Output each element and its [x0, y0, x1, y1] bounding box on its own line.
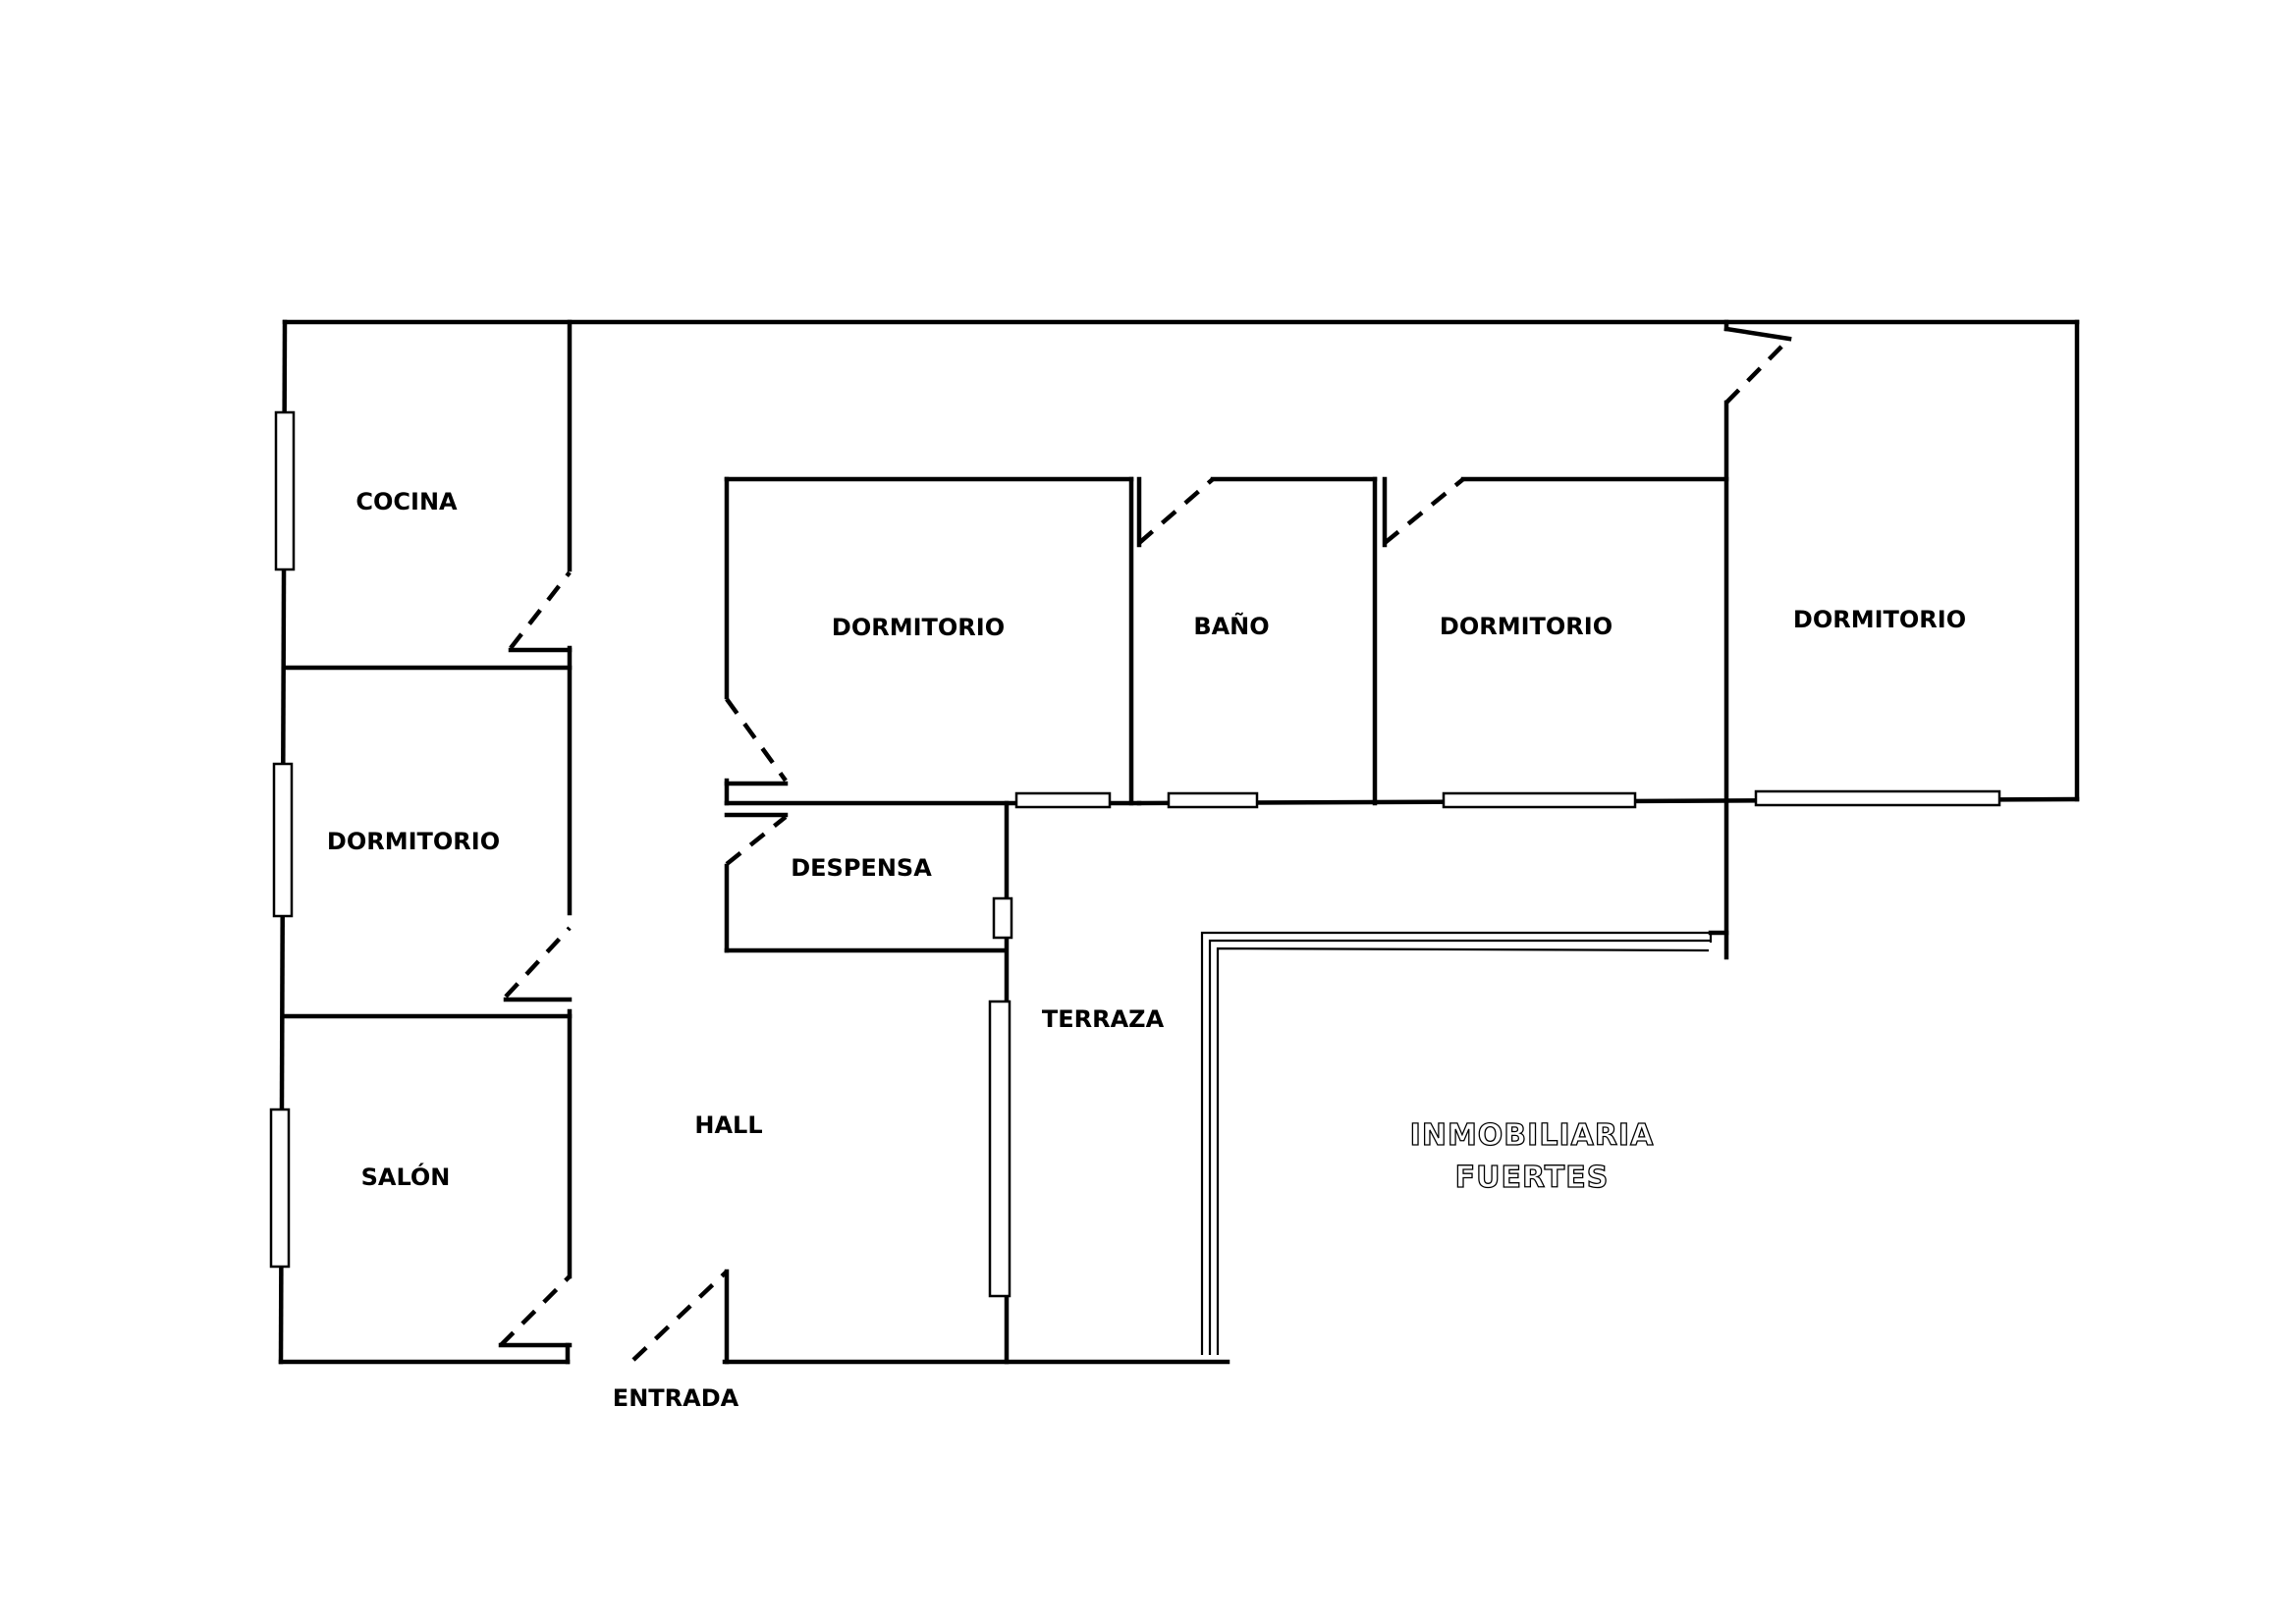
room-label-entrada: ENTRADA	[613, 1384, 739, 1412]
walls	[278, 319, 2080, 1365]
room-label-dormitorio-center: DORMITORIO	[832, 614, 1005, 641]
windows	[269, 410, 2001, 1298]
room-label-dormitorio-left: DORMITORIO	[327, 828, 500, 855]
room-label-bano: BAÑO	[1193, 612, 1269, 640]
room-label-terraza: TERRAZA	[1042, 1005, 1165, 1033]
room-label-dormitorio-far-right: DORMITORIO	[1793, 606, 1966, 633]
terrace-railing	[1200, 930, 1729, 1355]
watermark-line-1: INMOBILIARIA	[1410, 1118, 1655, 1153]
doors	[499, 326, 1792, 1362]
room-label-dormitorio-right: DORMITORIO	[1440, 613, 1613, 640]
room-label-salon: SALÓN	[361, 1162, 451, 1191]
room-label-hall: HALL	[694, 1111, 762, 1139]
room-label-cocina: COCINA	[355, 488, 458, 515]
room-label-despensa: DESPENSA	[791, 854, 932, 882]
watermark-line-2: FUERTES	[1455, 1161, 1610, 1195]
